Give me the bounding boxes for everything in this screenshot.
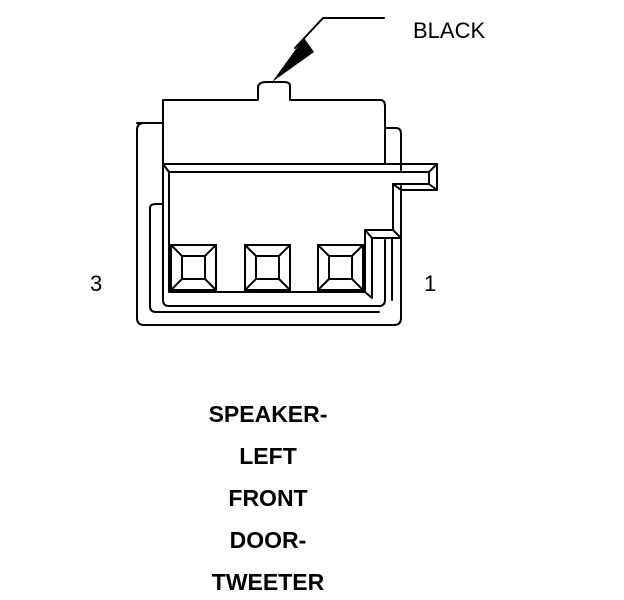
title-line-3: FRONT — [228, 485, 308, 511]
wire-color-label: BLACK — [413, 18, 486, 43]
title-line-2: LEFT — [239, 443, 297, 469]
arrow-head — [272, 38, 314, 82]
pin-cavity-2 — [244, 244, 291, 291]
pin-number-left: 3 — [90, 271, 103, 296]
title-line-1: SPEAKER- — [208, 401, 328, 427]
pin-cavity-3 — [170, 244, 217, 291]
title-line-5: TWEETER — [211, 569, 325, 595]
pin-cavity-1 — [317, 244, 364, 291]
title-line-4: DOOR- — [229, 527, 307, 553]
connector-housing-inner — [149, 122, 386, 313]
leader-line — [294, 17, 385, 49]
connector-housing-outer — [136, 81, 402, 326]
pin-number-right: 1 — [424, 271, 437, 296]
